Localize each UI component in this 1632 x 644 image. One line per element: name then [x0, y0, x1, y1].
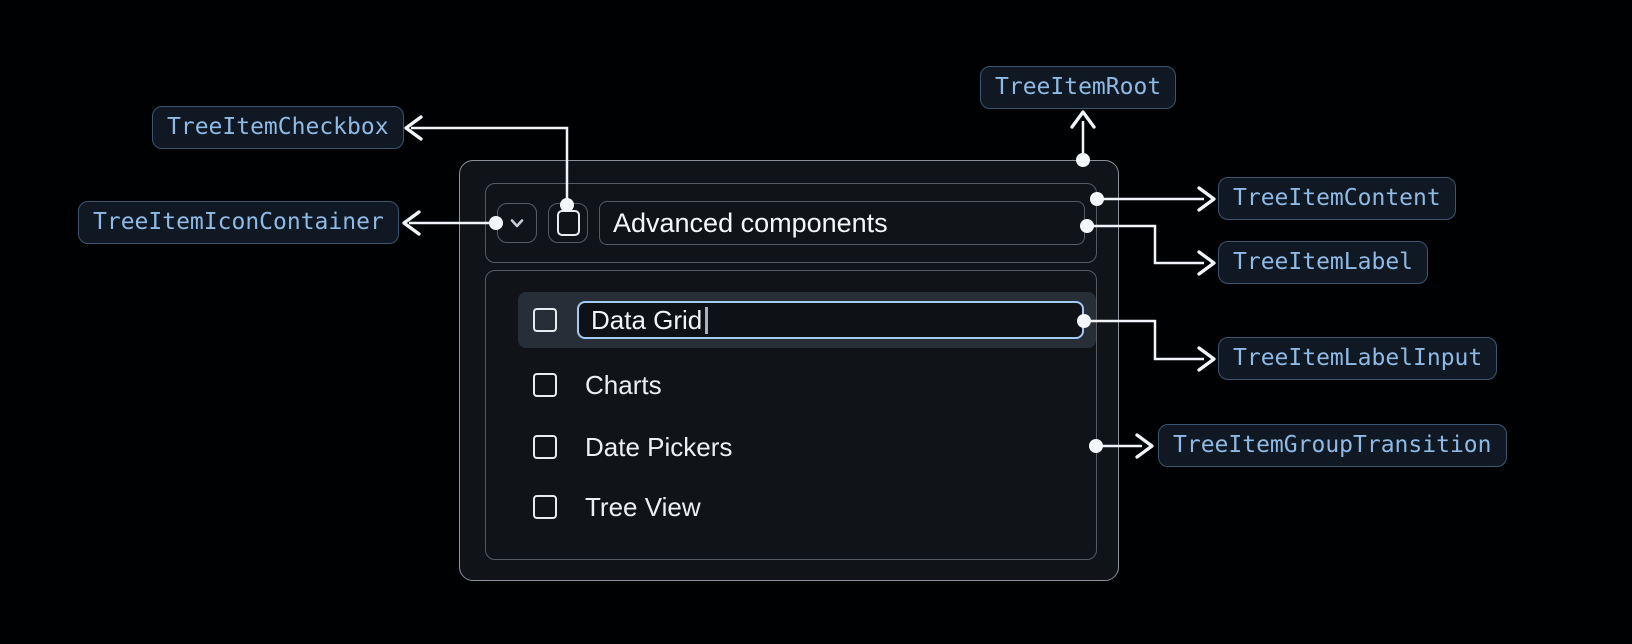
- tree-item-label-text: Tree View: [585, 491, 701, 522]
- arrowhead-right: [1197, 186, 1216, 212]
- tree-item-checkbox[interactable]: [548, 203, 588, 243]
- badge-tree-item-content: TreeItemContent: [1218, 177, 1456, 220]
- tree-item-row[interactable]: Tree View: [518, 479, 1096, 535]
- tree-item-label-text: Date Pickers: [585, 431, 733, 462]
- tree-item-row-editing[interactable]: Data Grid: [518, 292, 1096, 348]
- arrowhead-left: [402, 210, 421, 236]
- arrowhead-right: [1197, 250, 1216, 276]
- chevron-down-icon: [506, 212, 528, 234]
- tree-item-row[interactable]: Charts: [518, 357, 1096, 413]
- checkbox-unchecked-icon[interactable]: [533, 373, 557, 397]
- arrowhead-up: [1070, 110, 1096, 129]
- tree-item-row[interactable]: Date Pickers: [518, 419, 1096, 475]
- tree-item-group-transition: Data Grid Charts Date Pickers Tree View: [485, 270, 1097, 560]
- arrowhead-right: [1135, 433, 1154, 459]
- arrowhead-right: [1197, 346, 1216, 372]
- badge-tree-item-label: TreeItemLabel: [1218, 241, 1429, 284]
- tree-item-label-input[interactable]: Data Grid: [577, 301, 1084, 339]
- text-cursor: [705, 306, 709, 334]
- checkbox-unchecked-icon[interactable]: [533, 435, 557, 459]
- checkbox-unchecked-icon: [556, 210, 580, 236]
- badge-tree-item-label-input: TreeItemLabelInput: [1218, 337, 1498, 380]
- tree-item-root: [459, 160, 1119, 581]
- badge-tree-item-checkbox: TreeItemCheckbox: [152, 106, 404, 149]
- label-input-value: Data Grid: [591, 304, 703, 335]
- checkbox-unchecked-icon[interactable]: [533, 495, 557, 519]
- badge-tree-item-group-transition: TreeItemGroupTransition: [1158, 424, 1507, 467]
- checkbox-unchecked-icon[interactable]: [533, 308, 557, 332]
- expand-collapse-button[interactable]: [497, 203, 537, 243]
- arrowhead-left: [404, 115, 423, 141]
- badge-tree-item-root: TreeItemRoot: [980, 66, 1177, 109]
- tree-item-label-text: Advanced components: [613, 207, 888, 238]
- tree-item-label[interactable]: Advanced components: [599, 201, 1085, 245]
- tree-item-label-text: Charts: [585, 369, 662, 400]
- badge-tree-item-icon-container: TreeItemIconContainer: [78, 201, 399, 244]
- tree-item-content[interactable]: Advanced components: [485, 183, 1097, 263]
